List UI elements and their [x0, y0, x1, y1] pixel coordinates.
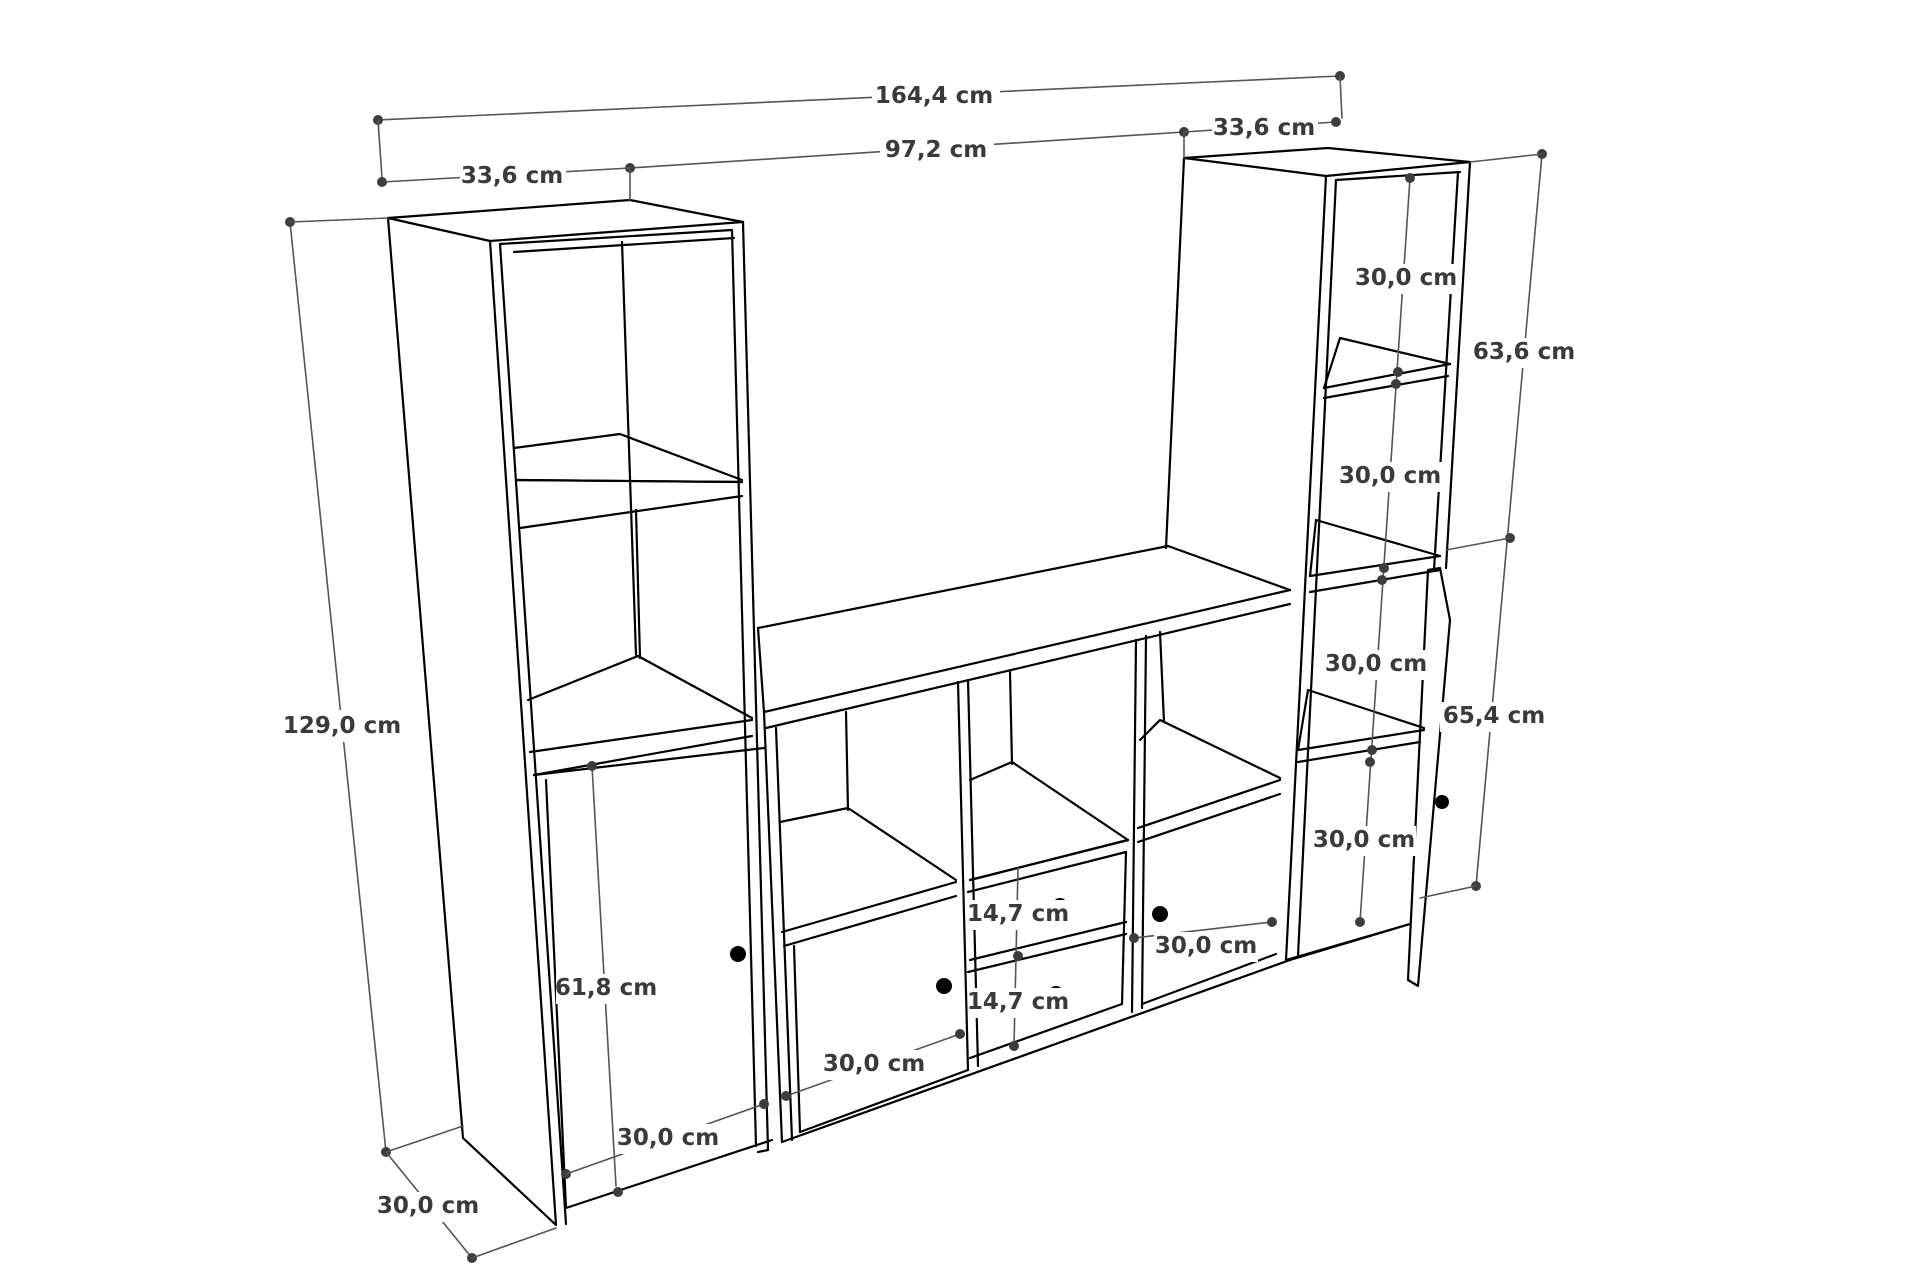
label-left-door-height: 61,8 cm — [555, 975, 657, 1001]
label-right-upper-height: 63,6 cm — [1473, 339, 1575, 365]
label-total-width: 164,4 cm — [875, 83, 993, 109]
label-left-tower-width: 33,6 cm — [461, 163, 563, 189]
label-middle-width: 97,2 cm — [885, 137, 987, 163]
dimension-labels: 164,4 cm 97,2 cm 33,6 cm 33,6 cm 129,0 c… — [282, 82, 1578, 1222]
label-left-door-width: 30,0 cm — [617, 1125, 719, 1151]
label-depth: 30,0 cm — [377, 1193, 479, 1219]
left-tower — [386, 198, 774, 1227]
label-right-tower-width: 33,6 cm — [1213, 115, 1315, 141]
label-right-shelf-4: 30,0 cm — [1313, 827, 1415, 853]
right-tower — [1164, 146, 1472, 988]
label-drawer-top-height: 14,7 cm — [967, 901, 1069, 927]
furniture-outline — [386, 146, 1472, 1227]
label-left-middle-door-width: 30,0 cm — [823, 1051, 925, 1077]
label-right-shelf-1: 30,0 cm — [1355, 265, 1457, 291]
left-middle-door-knob — [936, 978, 952, 994]
right-middle-door-knob — [1152, 906, 1168, 922]
right-door-knob — [1435, 795, 1449, 809]
label-drawer-bottom-height: 14,7 cm — [967, 989, 1069, 1015]
label-right-shelf-2: 30,0 cm — [1339, 463, 1441, 489]
label-total-height: 129,0 cm — [283, 713, 401, 739]
label-right-shelf-3: 30,0 cm — [1325, 651, 1427, 677]
left-door-knob — [730, 946, 746, 962]
label-right-middle-door-width: 30,0 cm — [1155, 933, 1257, 959]
label-right-lower-height: 65,4 cm — [1443, 703, 1545, 729]
